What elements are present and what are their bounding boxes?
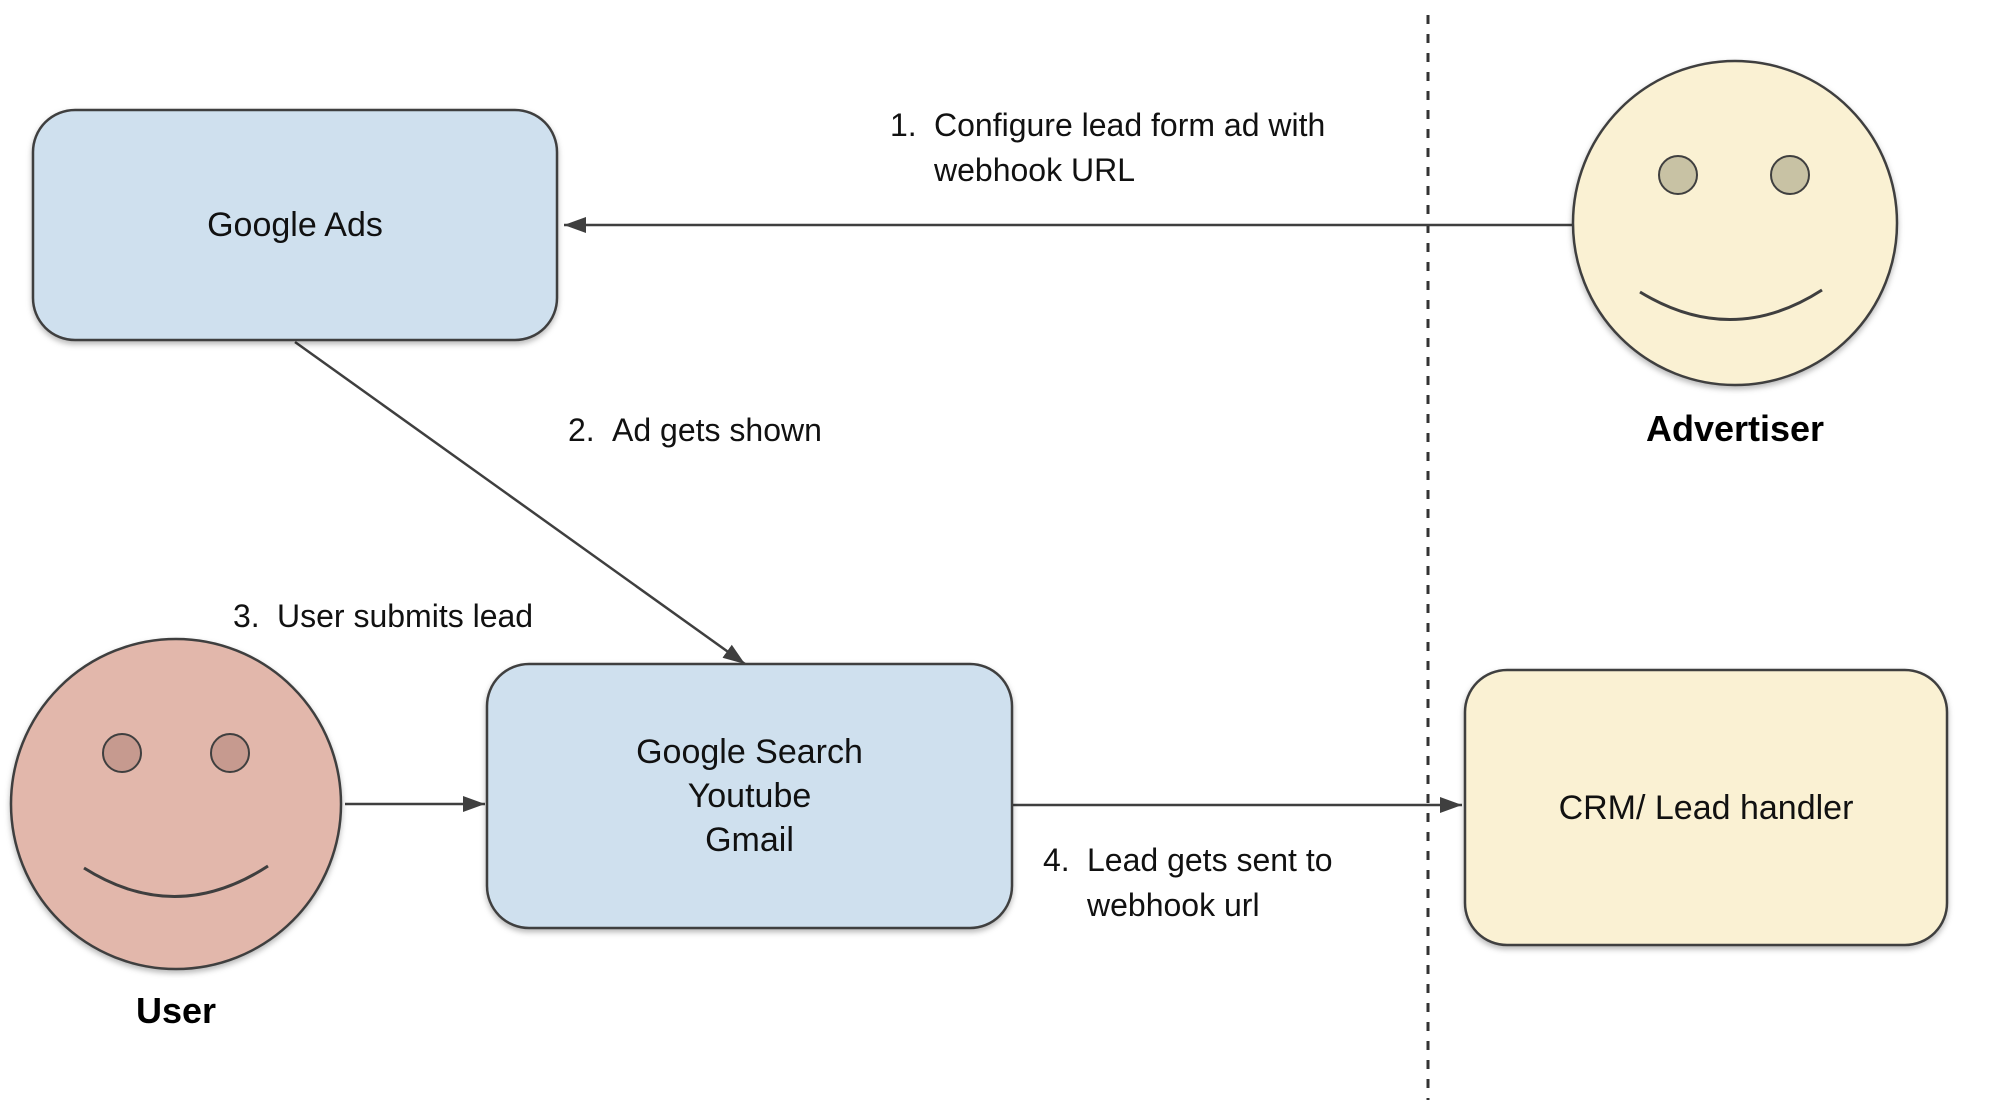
advertiser-name-label: Advertiser	[1645, 408, 1825, 449]
channels-label-line-1: Google Search	[636, 733, 863, 771]
user-right-eye	[210, 733, 250, 773]
step-2-ad-gets-shown-label: 2. Ad gets shown	[568, 408, 822, 453]
step-4-lead-sent-webhook-label: 4. Lead gets sent to webhook url	[1043, 838, 1333, 928]
step-4-line-1: Lead gets sent to	[1087, 842, 1333, 878]
channels-label: Google Search Youtube Gmail	[487, 664, 1012, 928]
step-1-line-2: webhook URL	[934, 152, 1135, 188]
user-head	[9, 637, 343, 971]
crm-label: CRM/ Lead handler	[1558, 788, 1854, 827]
user-left-eye	[102, 733, 142, 773]
channels-label-line-2: Youtube	[687, 777, 812, 815]
user-face	[9, 637, 343, 971]
step-2-line-1: Ad gets shown	[612, 412, 822, 448]
step-1-configure-lead-form-label: 1. Configure lead form ad with webhook U…	[890, 103, 1325, 193]
advertiser-right-eye	[1770, 155, 1810, 195]
step-1-number: 1.	[890, 107, 917, 143]
advertiser-head	[1571, 59, 1899, 387]
step-1-line-1: Configure lead form ad with	[934, 107, 1326, 143]
step-4-line-2: webhook url	[1087, 887, 1260, 923]
advertiser-left-eye	[1658, 155, 1698, 195]
user-smile	[83, 864, 269, 898]
channels-label-line-3: Gmail	[705, 821, 794, 859]
channels-node	[485, 662, 1014, 930]
step-3-user-submits-lead-label: 3. User submits lead	[233, 594, 533, 639]
google-ads-node	[31, 108, 559, 342]
google-ads-label: Google Ads	[207, 206, 383, 244]
step-2-number: 2.	[568, 412, 595, 448]
advertiser-smile	[1639, 288, 1823, 321]
advertiser-face	[1571, 59, 1899, 387]
step-3-line-1: User submits lead	[277, 598, 534, 634]
step-4-number: 4.	[1043, 842, 1070, 878]
step-3-number: 3.	[233, 598, 260, 634]
crm-node	[1463, 668, 1949, 947]
arrow-google-ads-to-channels	[294, 340, 746, 666]
user-name-label: User	[135, 990, 217, 1031]
